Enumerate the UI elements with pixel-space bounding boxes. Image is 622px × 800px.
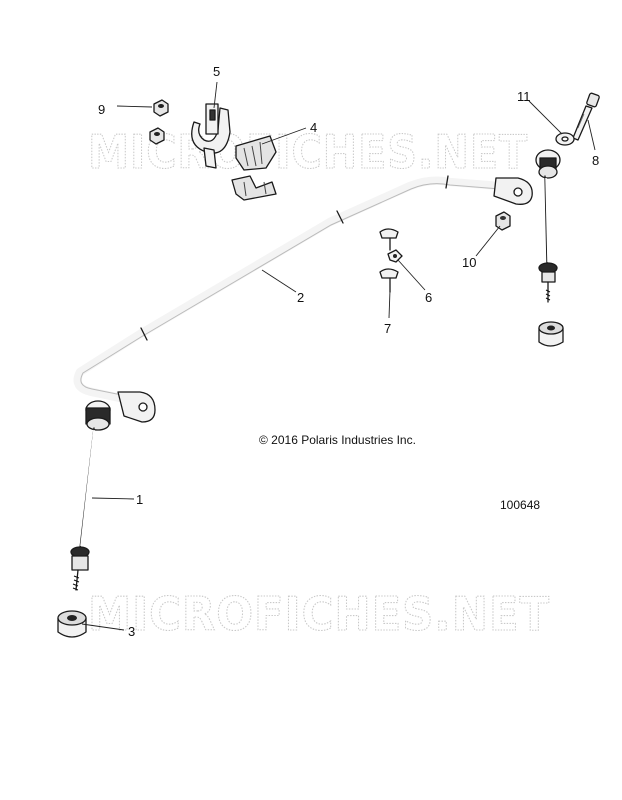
leader-lines (81, 81, 596, 631)
bushing-part-4 (231, 135, 277, 201)
right-end-link (535, 149, 561, 303)
callout-8: 8 (592, 153, 599, 168)
right-lower-bushing (538, 321, 564, 347)
callout-2: 2 (297, 290, 304, 305)
callout-1: 1 (136, 492, 143, 507)
callout-9: 9 (98, 102, 105, 117)
callout-10: 10 (462, 255, 476, 270)
copyright-text: © 2016 Polaris Industries Inc. (259, 433, 416, 447)
clamp-bracket-part-5 (191, 103, 231, 169)
lower-bushing-part-3 (57, 610, 87, 638)
fastener-part-7-lower (379, 268, 399, 293)
washer-part-11 (555, 132, 575, 146)
nut-part-9 (149, 99, 169, 145)
callout-6: 6 (425, 290, 432, 305)
callout-5: 5 (213, 64, 220, 79)
callout-7: 7 (384, 321, 391, 336)
bolt-part-8 (572, 92, 600, 141)
callout-4: 4 (310, 120, 317, 135)
watermark-bottom: MICROFICHES.NET (88, 587, 550, 641)
stabilizer-bar (73, 175, 533, 423)
fastener-part-7-upper (379, 228, 399, 251)
callout-11: 11 (517, 89, 531, 104)
left-end-link-part-1 (70, 400, 111, 591)
fastener-part-6 (387, 249, 403, 263)
nut-part-10 (495, 211, 511, 231)
diagram-id: 100648 (500, 498, 540, 512)
callout-3: 3 (128, 624, 135, 639)
